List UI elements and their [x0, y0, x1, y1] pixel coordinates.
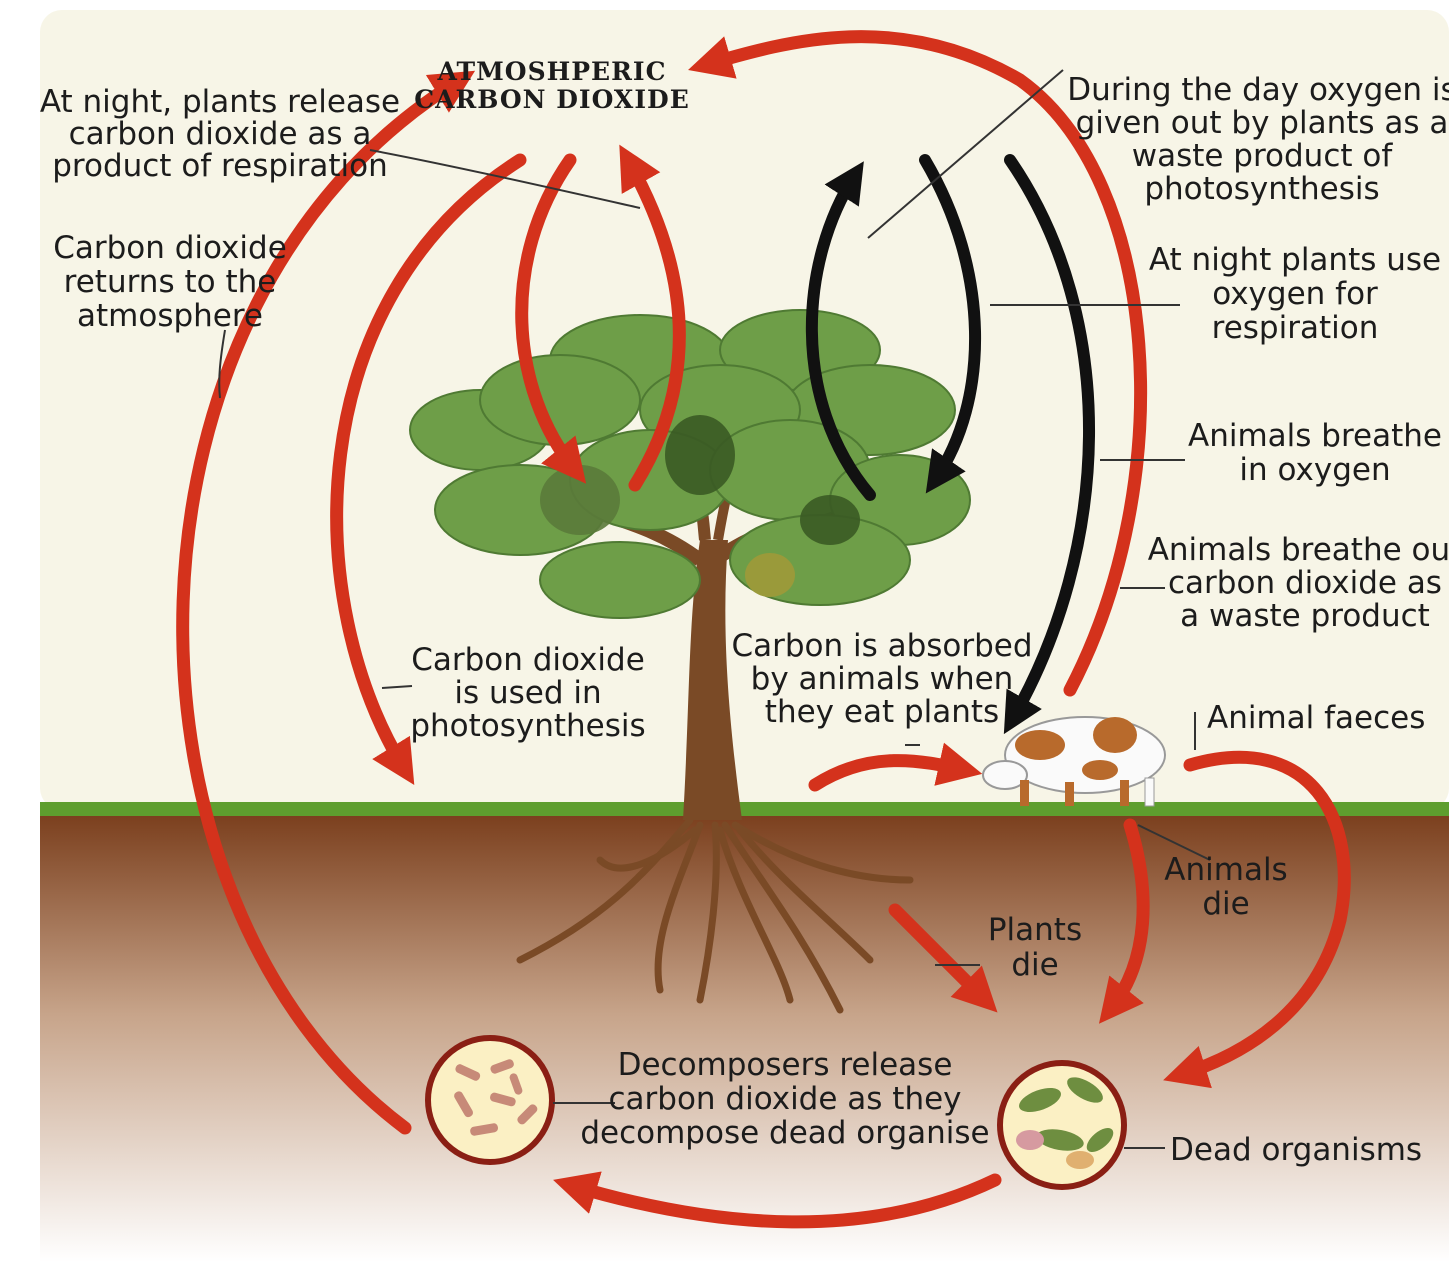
title-line-2: CARBON DIOXIDE	[414, 85, 690, 114]
svg-text:carbon dioxide as a: carbon dioxide as a	[69, 116, 372, 152]
label-absorbed: Carbon is absorbed by animals when they …	[731, 628, 1032, 730]
svg-text:product of respiration: product of respiration	[52, 148, 388, 184]
label-dead-organisms: Dead organisms	[1170, 1132, 1422, 1168]
svg-text:in oxygen: in oxygen	[1239, 452, 1390, 488]
svg-text:returns to the: returns to the	[64, 264, 277, 300]
svg-text:waste product of: waste product of	[1132, 138, 1394, 174]
svg-text:During the day oxygen is: During the day oxygen is	[1067, 72, 1449, 108]
svg-text:die: die	[1011, 947, 1058, 983]
svg-text:atmosphere: atmosphere	[77, 298, 263, 334]
title-line-1: ATMOSHPERIC	[437, 57, 667, 86]
svg-text:Carbon dioxide: Carbon dioxide	[411, 642, 645, 678]
svg-text:photosynthesis: photosynthesis	[1144, 171, 1379, 207]
svg-text:carbon dioxide as they: carbon dioxide as they	[608, 1081, 961, 1117]
svg-text:by animals when: by animals when	[751, 661, 1014, 697]
svg-text:decompose dead organise: decompose dead organise	[580, 1115, 989, 1151]
svg-text:At night, plants release: At night, plants release	[40, 84, 400, 120]
svg-text:Animals breathe: Animals breathe	[1188, 418, 1442, 454]
svg-text:Carbon dioxide: Carbon dioxide	[53, 230, 287, 266]
svg-text:given out by plants as a: given out by plants as a	[1076, 105, 1449, 141]
dead-organisms-circle	[1000, 1063, 1124, 1187]
svg-text:Animals: Animals	[1164, 852, 1287, 888]
label-night-release: At night, plants release carbon dioxide …	[40, 84, 400, 184]
svg-text:At night plants use: At night plants use	[1149, 242, 1441, 278]
svg-text:oxygen for: oxygen for	[1212, 276, 1378, 312]
svg-text:carbon dioxide as: carbon dioxide as	[1168, 565, 1442, 601]
svg-text:Plants: Plants	[988, 912, 1082, 948]
svg-text:Decomposers release: Decomposers release	[618, 1047, 953, 1083]
svg-text:Carbon is absorbed: Carbon is absorbed	[731, 628, 1032, 664]
svg-text:they eat plants: they eat plants	[765, 694, 999, 730]
svg-text:die: die	[1202, 886, 1249, 922]
svg-text:is used in: is used in	[454, 675, 601, 711]
label-breathe-out: Animals breathe out carbon dioxide as a …	[1148, 532, 1449, 634]
svg-text:photosynthesis: photosynthesis	[410, 708, 645, 744]
ground-line	[40, 802, 1449, 816]
label-returns: Carbon dioxide returns to the atmosphere	[53, 230, 287, 334]
decomposers-circle	[428, 1038, 552, 1162]
label-decomposers: Decomposers release carbon dioxide as th…	[580, 1047, 989, 1151]
svg-text:Animals breathe out: Animals breathe out	[1148, 532, 1449, 568]
label-faeces: Animal faeces	[1207, 700, 1425, 736]
svg-text:respiration: respiration	[1212, 310, 1379, 346]
svg-text:a waste product: a waste product	[1180, 598, 1430, 634]
